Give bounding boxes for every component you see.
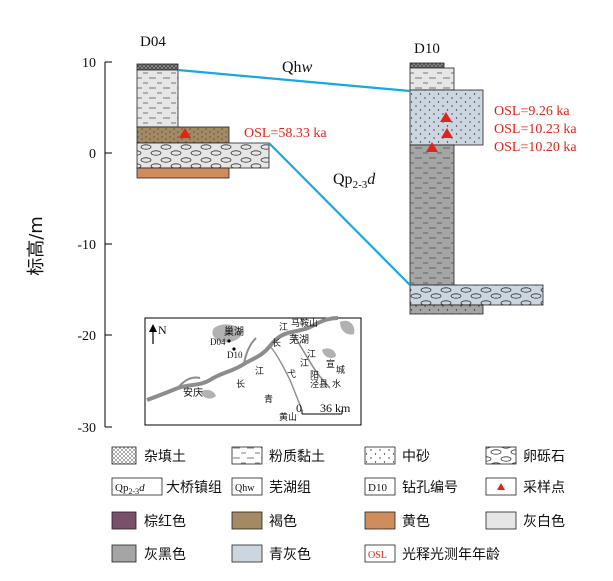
sample-point-marker bbox=[440, 112, 452, 122]
place-chang-2: 长 bbox=[236, 378, 245, 390]
north-arrow-label: N bbox=[158, 323, 167, 337]
d04-fill-layer bbox=[136, 63, 179, 71]
sample-point-icon bbox=[497, 483, 505, 490]
svg-text:褐色: 褐色 bbox=[269, 513, 297, 530]
borehole-d10: D10 OSL=9.26 ka OSL=10.23 ka OSL=10.20 k… bbox=[409, 41, 577, 315]
legend-item-gravel: 卵砾石 bbox=[485, 446, 565, 465]
place-xuan: 宣 bbox=[326, 358, 335, 370]
place-qing: 青 bbox=[264, 393, 273, 405]
legend-item-sample-point: 采样点 bbox=[485, 477, 565, 496]
y-tick-10: 10 bbox=[82, 56, 96, 71]
legend-item-borehole-id: D10 钻孔编号 bbox=[364, 477, 458, 496]
legend: 杂填土 粉质黏土 中砂 卵砾石 Qp2-3d 大桥镇组 Qhw bbox=[111, 446, 565, 563]
formation-label-qp: Qp2-3d bbox=[333, 171, 376, 191]
y-axis: 10 0 -10 -20 -30 标高/m bbox=[26, 56, 112, 436]
legend-item-yellow: 黄色 bbox=[364, 511, 430, 530]
d10-upper-clay-pattern bbox=[410, 68, 454, 90]
borehole-d04: D04 OSL=58.33 ka bbox=[136, 34, 327, 179]
place-yang: 阳 bbox=[310, 370, 319, 381]
legend-item-fill: 杂填土 bbox=[111, 446, 186, 465]
legend-item-blue-gray: 青灰色 bbox=[231, 544, 311, 563]
svg-text:灰黑色: 灰黑色 bbox=[144, 546, 186, 563]
svg-text:中砂: 中砂 bbox=[402, 449, 430, 465]
legend-item-daqiaozhen: Qp2-3d 大桥镇组 bbox=[111, 477, 222, 496]
qhw-boundary-line bbox=[177, 68, 411, 93]
yangtze-river-shape bbox=[146, 316, 339, 402]
svg-text:大桥镇组: 大桥镇组 bbox=[166, 480, 222, 496]
osl-label-d04: OSL=58.33 ka bbox=[244, 126, 327, 141]
place-chang-1: 长 bbox=[272, 337, 281, 349]
place-jingxian: 泾县 bbox=[310, 378, 328, 390]
correlation-lines: Qhw Qp2-3d bbox=[177, 59, 411, 286]
sample-point-marker bbox=[426, 142, 438, 152]
y-tick-minus-20: -20 bbox=[77, 329, 96, 344]
d10-location-dot bbox=[232, 347, 236, 351]
legend-item-osl: OSL 光释光测年年龄 bbox=[364, 544, 500, 563]
svg-text:OSL: OSL bbox=[368, 550, 387, 561]
svg-text:青灰色: 青灰色 bbox=[269, 546, 311, 563]
svg-text:采样点: 采样点 bbox=[523, 480, 565, 496]
place-anqing: 安庆 bbox=[183, 386, 203, 399]
d10-lower-clay-pattern bbox=[410, 145, 454, 285]
borehole-d04-label: D04 bbox=[140, 34, 166, 50]
svg-text:粉质黏土: 粉质黏土 bbox=[269, 449, 325, 465]
d10-fill-layer bbox=[409, 62, 445, 69]
d04-gravel-pattern bbox=[137, 143, 269, 168]
svg-text:Qhw: Qhw bbox=[235, 483, 255, 494]
d04-clay-pattern bbox=[137, 70, 178, 127]
place-shui: 水 bbox=[332, 378, 341, 390]
place-chaohu: 巢湖 bbox=[224, 325, 244, 338]
inset-map: N 巢湖 D04 D10 江 马鞍山 长 芜湖 江 宣 城 安庆 长 江 泾县 … bbox=[144, 316, 362, 426]
chaohu-lake-shape bbox=[212, 324, 243, 343]
svg-text:光释光测年年龄: 光释光测年年龄 bbox=[402, 547, 500, 563]
place-d04: D04 bbox=[210, 337, 226, 347]
d04-location-dot bbox=[227, 339, 231, 343]
place-jiang-2: 江 bbox=[307, 349, 316, 360]
legend-item-medium-sand: 中砂 bbox=[364, 446, 430, 465]
place-wuhu: 芜湖 bbox=[289, 333, 309, 346]
place-jiang-3: 江 bbox=[255, 366, 264, 377]
d10-bottom-sand-pattern bbox=[410, 305, 483, 314]
y-tick-minus-10: -10 bbox=[77, 238, 96, 253]
legend-item-brown: 褐色 bbox=[231, 511, 297, 530]
legend-item-wuhu: Qhw 芜湖组 bbox=[231, 477, 311, 496]
svg-text:黄色: 黄色 bbox=[402, 513, 430, 530]
svg-text:D10: D10 bbox=[368, 482, 387, 494]
osl-label-d10-3: OSL=10.20 ka bbox=[494, 140, 577, 155]
place-maanshan: 马鞍山 bbox=[291, 317, 318, 329]
place-jiang-1: 江 bbox=[279, 322, 288, 333]
place-huangshan: 黄山 bbox=[279, 411, 297, 423]
legend-item-brown-red: 棕红色 bbox=[111, 511, 186, 530]
svg-text:棕红色: 棕红色 bbox=[144, 513, 186, 530]
y-axis-label: 标高/m bbox=[26, 216, 47, 276]
d04-yellow-layer bbox=[136, 167, 230, 179]
place-d10: D10 bbox=[227, 350, 243, 360]
svg-text:芜湖组: 芜湖组 bbox=[269, 479, 311, 496]
place-jiang-4: 江 bbox=[300, 358, 309, 369]
osl-label-d10-1: OSL=9.26 ka bbox=[494, 104, 570, 119]
sample-point-marker bbox=[441, 128, 453, 138]
legend-item-gray-black: 灰黑色 bbox=[111, 544, 186, 563]
svg-text:Qp2-3d: Qp2-3d bbox=[115, 482, 145, 496]
scale-label: 36 km bbox=[320, 401, 351, 415]
formation-label-qhw: Qhw bbox=[282, 59, 313, 76]
borehole-d10-label: D10 bbox=[414, 41, 440, 57]
place-yi: 弋 bbox=[287, 368, 296, 380]
scale-zero: 0 bbox=[296, 401, 302, 415]
qp-boundary-line bbox=[268, 142, 411, 286]
svg-text:灰白色: 灰白色 bbox=[523, 513, 565, 530]
svg-text:卵砾石: 卵砾石 bbox=[523, 449, 565, 465]
svg-text:钻孔编号: 钻孔编号 bbox=[402, 480, 458, 496]
y-tick-0: 0 bbox=[89, 147, 96, 162]
svg-text:杂填土: 杂填土 bbox=[144, 449, 186, 465]
osl-label-d10-2: OSL=10.23 ka bbox=[494, 122, 577, 137]
y-tick-minus-30: -30 bbox=[77, 421, 96, 436]
legend-item-gray-white: 灰白色 bbox=[485, 511, 565, 530]
place-cheng: 城 bbox=[336, 365, 345, 376]
d10-gravel-pattern bbox=[410, 285, 543, 305]
sample-point-marker bbox=[179, 128, 191, 138]
legend-item-silty-clay: 粉质黏土 bbox=[231, 446, 325, 465]
